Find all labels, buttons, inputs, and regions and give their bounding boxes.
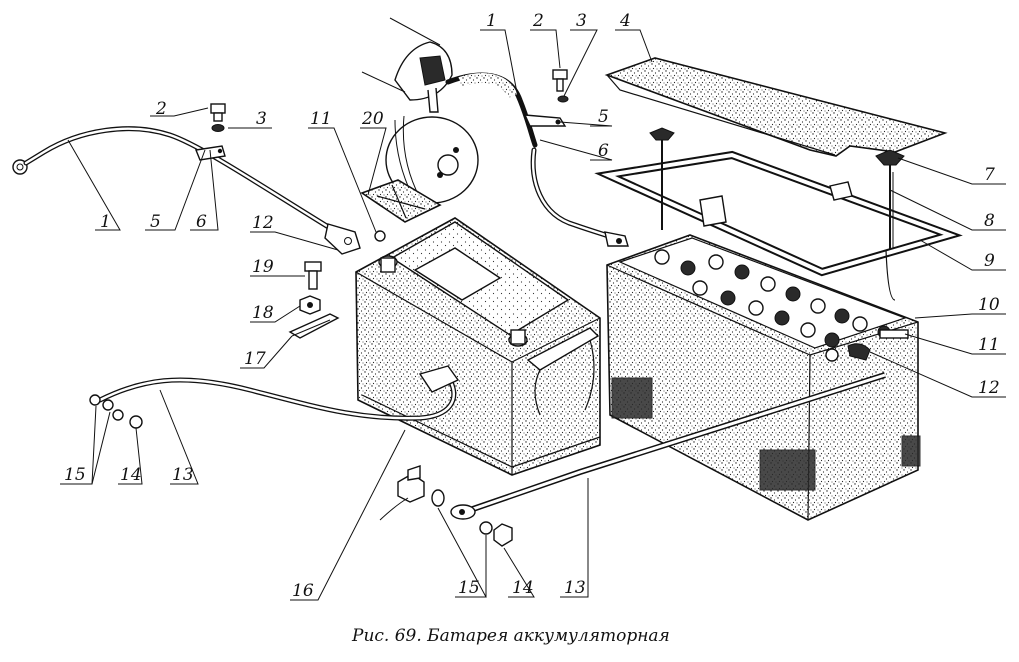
label-15-left: 15 <box>64 465 86 485</box>
label-5-left: 5 <box>150 212 161 232</box>
label-12-left: 12 <box>252 213 274 233</box>
label-15-bottom: 15 <box>458 578 480 598</box>
starter-motor <box>361 17 479 204</box>
label-14-bottom: 14 <box>512 578 534 598</box>
label-11-right: 11 <box>978 335 1000 355</box>
label-20: 20 <box>361 109 384 129</box>
cell-caps <box>654 249 891 348</box>
clip-17 <box>288 313 340 339</box>
label-12-right: 12 <box>978 378 1000 398</box>
label-16: 16 <box>292 581 314 601</box>
label-8: 8 <box>984 211 995 231</box>
pad-20 <box>360 179 442 223</box>
label-18: 18 <box>252 303 274 323</box>
wing-bolt-7 <box>875 149 905 301</box>
label-5-top: 5 <box>598 107 609 127</box>
bolt-19 <box>304 261 322 290</box>
label-11-left: 11 <box>310 109 332 129</box>
lid-4 <box>604 57 948 157</box>
wing-bolt-left <box>649 127 675 165</box>
label-7: 7 <box>984 165 995 185</box>
label-6-top: 6 <box>598 141 609 161</box>
part-labels: 1 5 6 2 3 11 20 12 19 18 17 1 2 3 4 5 6 … <box>64 11 1000 601</box>
label-13-bottom: 13 <box>564 578 586 598</box>
bolt-2-top <box>552 69 569 103</box>
battery-right <box>606 234 921 521</box>
label-2-top: 2 <box>532 11 544 31</box>
label-14-left: 14 <box>120 465 142 485</box>
label-1-top: 1 <box>486 11 497 31</box>
label-2-left: 2 <box>155 99 167 119</box>
label-19: 19 <box>252 257 274 277</box>
figure-caption: Рис. 69. Батарея аккумуляторная <box>351 626 670 646</box>
label-17: 17 <box>244 349 266 369</box>
bolt-2-left <box>210 103 226 132</box>
label-3-top: 3 <box>576 11 587 31</box>
stud-16 <box>379 465 425 521</box>
leader-lines <box>60 29 1006 601</box>
cable-left-ground <box>12 126 361 255</box>
cable-13-left <box>89 365 460 429</box>
label-6-left: 6 <box>196 212 207 232</box>
label-4: 4 <box>619 11 631 31</box>
clamp-frame-9 <box>594 150 963 277</box>
label-9: 9 <box>984 251 995 271</box>
battery-left <box>355 217 601 476</box>
cable-13-right <box>431 372 886 547</box>
label-10: 10 <box>978 295 1000 315</box>
nut-11-left <box>374 230 386 242</box>
label-13-left: 13 <box>172 465 194 485</box>
label-1-left: 1 <box>100 212 111 232</box>
nut-18 <box>299 295 321 315</box>
label-3-left: 3 <box>256 109 267 129</box>
cable-starter-upper <box>445 72 629 247</box>
